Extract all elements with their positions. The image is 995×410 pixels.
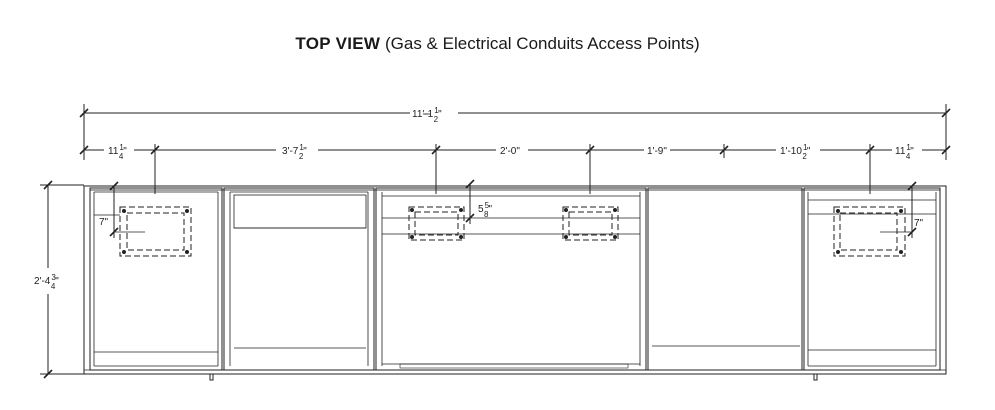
drawing-title: TOP VIEW (Gas & Electrical Conduits Acce… [0,34,995,54]
gas-access-point-left: 7" [94,181,192,257]
gas-access-point-center-left [408,206,465,241]
left-offset-label: 7" [99,217,109,228]
title-main: TOP VIEW [295,34,381,53]
segment-label-3: 2'-0" [500,146,520,157]
title-sub: (Gas & Electrical Conduits Access Points… [385,34,700,53]
right-offset-label: 7" [914,218,924,229]
cabinet-second [223,187,375,371]
segment-label-4: 1'-9" [647,146,667,157]
cabinet-center [375,187,647,371]
cabinet-right [803,187,941,381]
gas-access-point-right: 7" [833,181,924,257]
cabinet-fourth [647,187,803,371]
cabinet-left [89,187,223,381]
gas-access-point-center-right [562,206,619,241]
